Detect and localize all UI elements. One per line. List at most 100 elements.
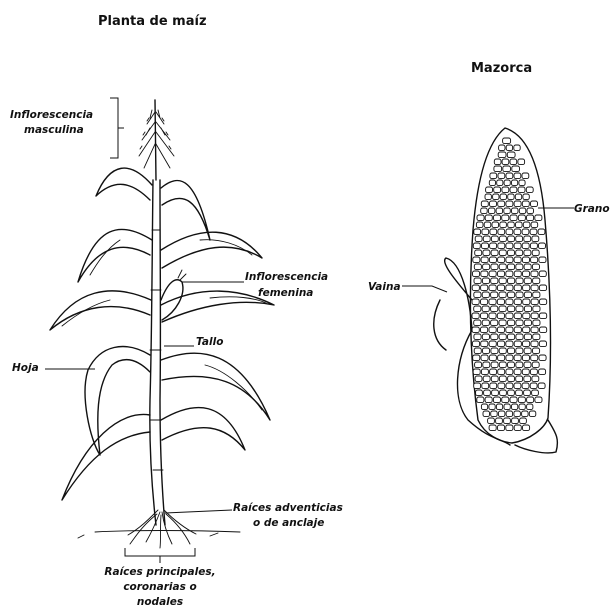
grain-kernel bbox=[496, 208, 503, 214]
grain-kernel bbox=[494, 187, 501, 193]
grain-kernel bbox=[519, 208, 526, 214]
grain-kernel bbox=[492, 390, 499, 396]
grain-kernel bbox=[539, 257, 546, 263]
grain-kernel bbox=[498, 243, 505, 249]
grain-kernel bbox=[508, 278, 515, 284]
grain-kernel bbox=[504, 404, 510, 410]
grain-kernel bbox=[498, 411, 505, 417]
grain-kernel bbox=[532, 250, 539, 256]
grain-kernel bbox=[539, 243, 546, 249]
grain-kernel bbox=[504, 418, 511, 424]
grain-kernel bbox=[498, 341, 505, 347]
grain-kernel bbox=[514, 425, 521, 431]
grain-kernel bbox=[531, 222, 538, 228]
grain-kernel bbox=[514, 271, 521, 277]
adventitious-roots-label-line1: Raíces adventicias bbox=[233, 502, 343, 514]
grain-kernel bbox=[482, 243, 489, 249]
grain-kernel bbox=[481, 313, 488, 319]
grain-kernel bbox=[506, 243, 513, 249]
grain-kernel bbox=[512, 404, 518, 410]
grain-kernel bbox=[473, 243, 480, 249]
grain-kernel bbox=[514, 229, 521, 235]
grain-kernel bbox=[508, 390, 515, 396]
grain-kernel bbox=[477, 397, 484, 403]
grain-kernel bbox=[490, 173, 497, 179]
grain-kernel bbox=[532, 264, 539, 270]
grain-kernel bbox=[474, 264, 481, 270]
grain-kernel bbox=[498, 271, 505, 277]
grain-kernel bbox=[502, 215, 509, 221]
grain-kernel bbox=[510, 187, 517, 193]
grain-kernel bbox=[512, 208, 519, 214]
grain-kernel bbox=[482, 278, 489, 284]
grain-kernel bbox=[494, 166, 502, 172]
grain-kernel bbox=[475, 236, 482, 242]
grain-kernel bbox=[532, 362, 539, 368]
grain-kernel bbox=[532, 390, 539, 396]
grain-kernel bbox=[540, 313, 547, 319]
grain-kernel bbox=[482, 383, 489, 389]
grain-kernel bbox=[535, 397, 542, 403]
grain-kernel bbox=[472, 285, 479, 291]
grain-kernel bbox=[503, 138, 511, 144]
grain-kernel bbox=[504, 208, 511, 214]
tassel-drawing bbox=[139, 100, 174, 180]
stem-label: Tallo bbox=[196, 336, 223, 348]
grain-kernel bbox=[489, 285, 496, 291]
grain-kernel bbox=[490, 229, 497, 235]
main-roots-label-line1: Raíces principales, bbox=[104, 566, 215, 578]
female-ear-drawing bbox=[161, 270, 186, 320]
grain-kernel bbox=[485, 397, 492, 403]
grain-kernel bbox=[533, 292, 540, 298]
grain-kernel bbox=[506, 201, 513, 207]
grain-kernel bbox=[502, 187, 509, 193]
grain-kernel bbox=[482, 334, 489, 340]
grain-kernel bbox=[498, 355, 505, 361]
grain-kernel bbox=[497, 313, 504, 319]
grain-kernel bbox=[491, 250, 498, 256]
main-roots-label-line3: nodales bbox=[137, 596, 183, 608]
grain-kernel bbox=[514, 341, 521, 347]
grain-kernel bbox=[491, 376, 498, 382]
grain-kernel bbox=[491, 362, 498, 368]
grain-kernel bbox=[519, 180, 525, 186]
grain-kernel bbox=[533, 348, 540, 354]
grain-kernel bbox=[514, 173, 521, 179]
grain-kernel bbox=[524, 236, 531, 242]
grain-kernel bbox=[481, 208, 488, 214]
grain-kernel bbox=[490, 243, 497, 249]
grain-kernel bbox=[502, 159, 509, 165]
grain-kernel bbox=[524, 278, 531, 284]
grain-kernel bbox=[527, 208, 534, 214]
male-inflorescence-label-line2: masculina bbox=[24, 124, 84, 136]
grain-kernel bbox=[524, 348, 531, 354]
grain-kernel bbox=[494, 215, 501, 221]
grain-kernel bbox=[518, 187, 525, 193]
grain-kernel bbox=[506, 257, 513, 263]
grain-kernel bbox=[481, 285, 488, 291]
male-inflorescence-label-line1: Inflorescencia bbox=[10, 109, 93, 121]
husk-leader bbox=[402, 286, 447, 292]
grain-kernel bbox=[508, 320, 515, 326]
grain-kernel bbox=[514, 327, 521, 333]
grain-kernel bbox=[516, 390, 523, 396]
grain-kernel bbox=[506, 369, 513, 375]
grain-kernel bbox=[522, 355, 529, 361]
grain-kernel bbox=[502, 397, 509, 403]
male-inflorescence-bracket bbox=[110, 98, 124, 158]
grain-kernel bbox=[516, 264, 523, 270]
grain-kernel bbox=[524, 250, 531, 256]
grain-kernel bbox=[539, 369, 546, 375]
grain-kernel bbox=[527, 404, 533, 410]
grain-kernel bbox=[506, 299, 513, 305]
adventitious-roots-leader bbox=[165, 510, 232, 513]
grain-kernel bbox=[522, 369, 529, 375]
grain-kernel bbox=[539, 271, 546, 277]
grain-kernel bbox=[522, 201, 529, 207]
grain-kernel bbox=[481, 355, 488, 361]
grain-kernel bbox=[516, 320, 523, 326]
grain-kernel bbox=[484, 390, 491, 396]
grain-kernel bbox=[483, 411, 490, 417]
grain-kernel bbox=[476, 390, 483, 396]
grain-kernel bbox=[497, 327, 504, 333]
